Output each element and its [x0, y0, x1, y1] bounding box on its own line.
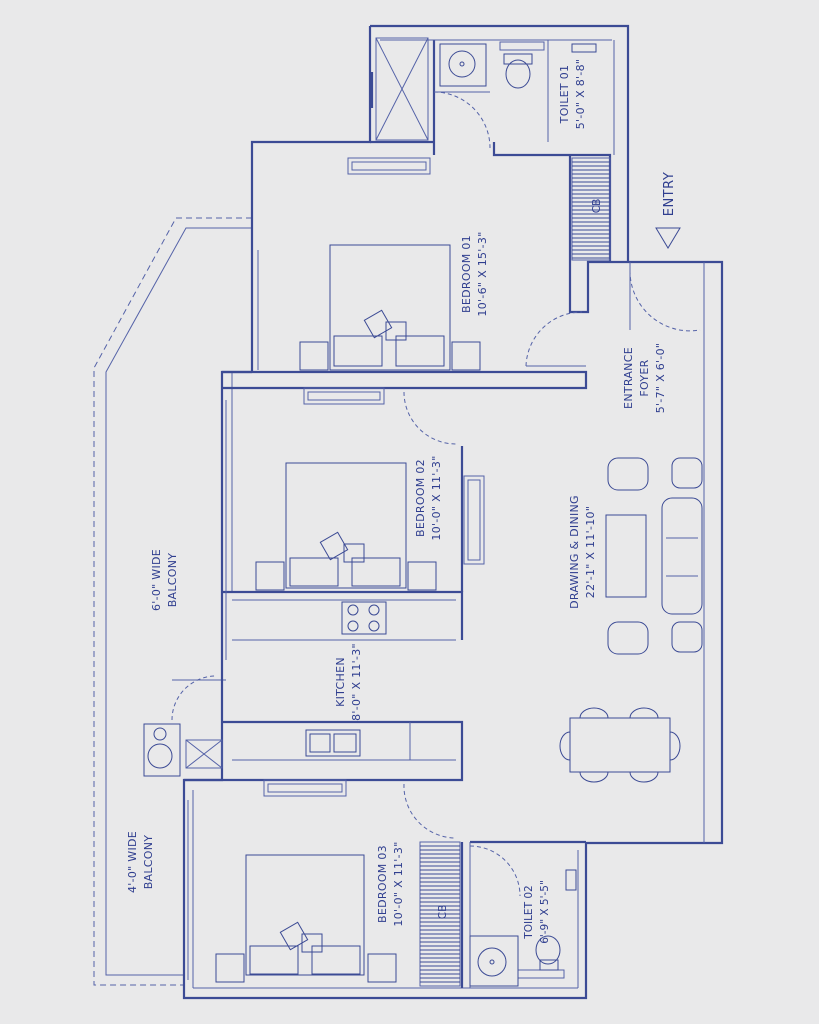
bedroom02-name: BEDROOM 02	[414, 459, 427, 537]
shaft	[185, 37, 429, 769]
bedroom01-name: BEDROOM 01	[460, 235, 473, 313]
entrance-size: 5'-7" X 6'-0"	[654, 343, 667, 414]
living-furniture	[559, 457, 703, 783]
bedroom01-size: 10'-6" X 15'-3"	[476, 231, 489, 316]
beds	[215, 244, 481, 983]
balcony-outline	[93, 217, 252, 986]
cb-label-2: CB	[437, 905, 449, 920]
drawing-name: DRAWING & DINING	[568, 495, 581, 609]
toilet01-name: TOILET 01	[558, 65, 571, 125]
bedroom03-size: 10'-0" X 11'-3"	[392, 841, 405, 926]
bedroom03-name: BEDROOM 03	[376, 845, 389, 923]
cb-label-1: CB	[591, 199, 603, 214]
entrance-name1: ENTRANCE	[622, 347, 635, 409]
room-labels: TOILET 01 5'-0" X 8'-8" BEDROOM 01 10'-6…	[126, 59, 677, 944]
cupboards	[419, 41, 611, 987]
drawing-size: 22'-1" X 11'-10"	[584, 506, 597, 598]
toilet-fixtures	[439, 43, 597, 987]
entry-arrow-icon	[655, 227, 681, 249]
bedroom02-size: 10'-0" X 11'-3"	[430, 455, 443, 540]
entrance-name2: FOYER	[638, 359, 651, 396]
balcony6-line1: 6'-0" WIDE	[150, 549, 163, 611]
windows	[187, 157, 485, 980]
toilet02-name: TOILET 02	[523, 885, 535, 939]
balcony4-line1: 4'-0" WIDE	[126, 831, 139, 893]
kitchen-size: 8'-0" X 11'-3"	[350, 643, 363, 721]
kitchen-fixtures	[143, 601, 387, 777]
toilet02-size: 6'-9" X 5'-5"	[539, 880, 551, 944]
kitchen-name: KITCHEN	[334, 657, 347, 707]
interior-walls	[184, 39, 628, 988]
entry-label: ENTRY	[662, 172, 677, 217]
toilet01-size: 5'-0" X 8'-8"	[574, 59, 587, 130]
exterior-walls	[182, 24, 724, 1000]
doors	[403, 91, 701, 897]
balcony6-line2: BALCONY	[166, 553, 179, 608]
balcony4-line2: BALCONY	[142, 835, 155, 890]
